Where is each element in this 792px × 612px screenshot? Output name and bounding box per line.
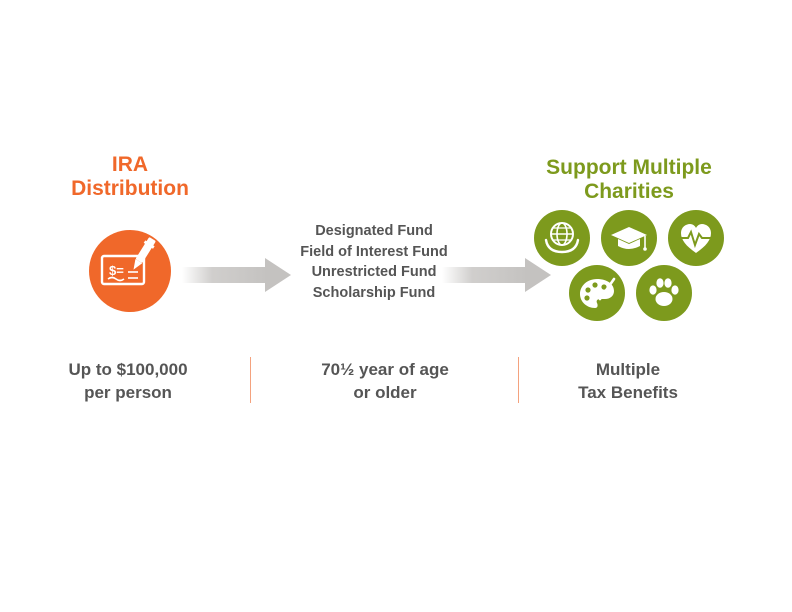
paint-palette-icon	[569, 265, 625, 321]
age-line-2: or older	[353, 383, 417, 402]
flow-arrow-1	[182, 258, 291, 292]
limit-line-1: Up to $100,000	[68, 360, 188, 379]
divider-right	[518, 357, 519, 403]
age-line-1: 70½ year of age	[321, 360, 449, 379]
fund-type-list: Designated Fund Field of Interest Fund U…	[278, 221, 470, 303]
globe-hands-icon	[534, 210, 590, 266]
graduation-cap-icon	[601, 210, 657, 266]
charities-title-line-2: Charities	[584, 180, 674, 203]
fund-item-designated: Designated Fund	[315, 223, 433, 239]
flow-arrow-2	[442, 258, 551, 292]
charities-title-line-1: Support Multiple	[546, 156, 712, 179]
ira-title-line-2: Distribution	[71, 177, 189, 200]
limit-per-person-text: Up to $100,000 per person	[38, 358, 218, 404]
fund-item-unrestricted: Unrestricted Fund	[311, 264, 437, 280]
ira-distribution-title: IRA Distribution	[40, 153, 220, 201]
svg-text:$=: $=	[109, 263, 124, 278]
limit-line-2: per person	[84, 383, 172, 402]
divider-left	[250, 357, 251, 403]
paw-print-icon	[636, 265, 692, 321]
check-pen-icon: $=	[89, 230, 171, 312]
tax-line-2: Tax Benefits	[578, 383, 678, 402]
heart-pulse-icon	[668, 210, 724, 266]
tax-benefits-text: Multiple Tax Benefits	[548, 358, 708, 404]
tax-line-1: Multiple	[595, 360, 661, 379]
support-charities-title: Support Multiple Charities	[520, 156, 738, 204]
age-requirement-text: 70½ year of age or older	[290, 358, 480, 404]
fund-item-field-of-interest: Field of Interest Fund	[300, 243, 448, 260]
ira-title-line-1: IRA	[111, 153, 149, 176]
fund-item-scholarship: Scholarship Fund	[312, 284, 436, 301]
